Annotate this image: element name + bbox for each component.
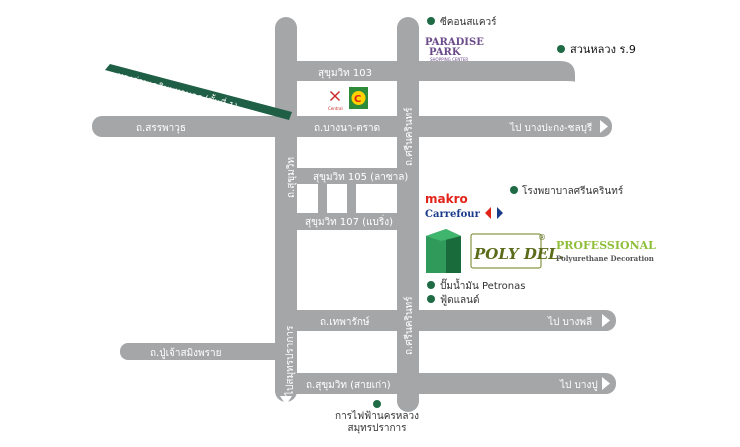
label-srinakarin-lower: ถ.ศรีนครินทร์ bbox=[403, 296, 415, 355]
label-pu-chao: ถ.ปู่เจ้าสมิงพราย bbox=[150, 347, 222, 359]
place-seacon: ซีคอนสแควร์ bbox=[440, 16, 497, 28]
label-theparak: ถ.เทพารักษ์ bbox=[320, 316, 370, 328]
label-sukhumvit-105: สุขุมวิท 105 (ลาซาล) bbox=[313, 172, 408, 183]
polydel-frame bbox=[470, 233, 542, 269]
marker-electricity-icon bbox=[373, 400, 381, 408]
road-pu-chao bbox=[120, 343, 292, 360]
paradise-park-line2: PARK bbox=[429, 47, 461, 58]
paradise-park-logo: PARADISE PARK SHOPPING CENTER bbox=[425, 37, 484, 62]
label-sanphawut: ถ.สรรพาวุธ bbox=[136, 123, 186, 134]
central-bigc-logos: Central C bbox=[325, 87, 368, 111]
marker-foodland-icon bbox=[427, 295, 435, 303]
label-bangna-trat: ถ.บางนา-ตราด bbox=[314, 123, 380, 134]
marker-seacon-icon bbox=[427, 17, 435, 25]
carrefour-logo: Carrefour bbox=[425, 209, 481, 220]
polydel-logo-text: POLY DEL. bbox=[473, 245, 564, 263]
label-expressway: ทางด่วนเฉลิมมหานคร (ขั้นที่ 1) bbox=[116, 68, 239, 113]
direction-arrows bbox=[280, 120, 610, 405]
road-sukhumvit-old bbox=[286, 373, 616, 394]
marker-suanluang-icon bbox=[557, 45, 565, 53]
road-network bbox=[92, 17, 616, 412]
label-sukhumvit-107: สุขุมวิท 107 (แบริ่ง) bbox=[305, 214, 393, 228]
polydel-registered: ® bbox=[538, 233, 546, 242]
road-sukhumvit-105 bbox=[286, 168, 406, 184]
label-to-bangpakong: ไป บางปะกง-ชลบุรี bbox=[509, 122, 593, 134]
place-electricity-line1: การไฟฟ้านครหลวง bbox=[335, 410, 419, 422]
arrow-right-bangpu-icon bbox=[602, 377, 610, 390]
store-building-icon bbox=[426, 229, 461, 273]
brand-professional: PROFESSIONAL bbox=[556, 239, 656, 252]
road-sukhumvit-107 bbox=[286, 213, 406, 230]
label-sukhumvit-vertical: ถ.สุขุมวิท bbox=[286, 157, 297, 198]
road-expressway bbox=[105, 64, 292, 120]
bigc-logo-ring bbox=[351, 91, 366, 105]
central-caption: Central bbox=[328, 106, 343, 111]
makro-logo: makro bbox=[425, 192, 468, 206]
place-petronas: ปั๊มน้ำมัน Petronas bbox=[440, 278, 525, 292]
polydel-logo: POLY DEL. ® bbox=[470, 233, 564, 269]
carrefour-mark-icon bbox=[485, 207, 503, 219]
road-bangna-trat bbox=[92, 116, 612, 137]
label-sukhumvit-103: สุขุมวิท 103 bbox=[318, 68, 372, 79]
road-stub-1 bbox=[318, 180, 327, 216]
label-to-samutprakan: ไปสมุทรปราการ bbox=[284, 325, 296, 397]
road-theparak bbox=[286, 310, 616, 331]
label-to-bangphli: ไป บางพลี bbox=[547, 316, 592, 328]
arrow-down-samutprakan-icon bbox=[280, 396, 292, 405]
paradise-park-sub: SHOPPING CENTER bbox=[430, 57, 468, 62]
paradise-park-line1: PARADISE bbox=[425, 37, 484, 48]
place-foodland: ฟู้ดแลนด์ bbox=[440, 294, 479, 306]
place-electricity-line2: สมุทรปราการ bbox=[347, 423, 407, 434]
label-srinakarin-upper: ถ.ศรีนครินทร์ bbox=[403, 107, 415, 166]
central-logo-mark bbox=[330, 91, 340, 101]
place-suanluang: สวนหลวง ร.9 bbox=[570, 43, 636, 56]
bigc-logo-letter: C bbox=[354, 94, 361, 105]
marker-petronas-icon bbox=[427, 281, 435, 289]
marker-hospital-icon bbox=[510, 186, 518, 194]
arrow-right-bangphli-icon bbox=[602, 314, 610, 327]
arrow-right-bangpakong-icon bbox=[600, 120, 608, 133]
road-stub-2 bbox=[347, 180, 356, 216]
label-to-bangpu: ไป บางปู bbox=[559, 379, 598, 391]
road-sukhumvit-103 bbox=[286, 61, 575, 82]
place-srinakarin-hospital: โรงพยาบาลศรีนครินทร์ bbox=[522, 184, 624, 197]
brand-tagline: Polyurethane Decoration bbox=[556, 254, 654, 263]
label-sukhumvit-old: ถ.สุขุมวิท (สายเก่า) bbox=[306, 380, 391, 391]
